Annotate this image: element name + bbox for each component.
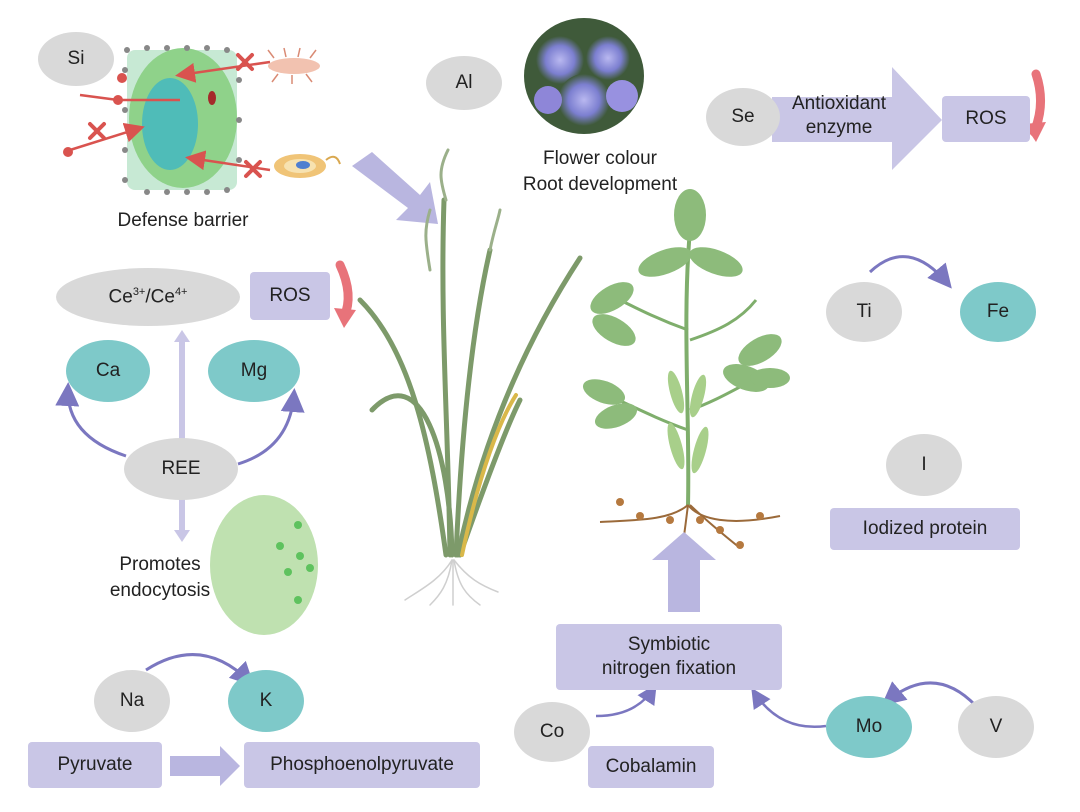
ree-arrows [174,330,190,542]
k-label: K [259,690,273,711]
ce-charge-4: 4+ [174,285,188,298]
nitrogen-fixation-text: nitrogen fixation [601,658,737,679]
ce-charge-3: 3+ [132,285,146,298]
cobalamin-box: Cobalamin [588,746,714,788]
se-label: Se [731,106,755,127]
al-label: Al [455,72,473,93]
flower-colour-label: Flower colour [542,148,658,169]
al-node: Al [426,56,502,110]
antioxidant-text: Antioxidant [791,93,886,114]
antioxidant-arrow [772,67,942,170]
na-to-k-arrow [145,653,255,687]
iodine-node: I [886,434,962,496]
v-label: V [989,716,1003,737]
ree-node: REE [124,438,238,500]
ros-box-top: ROS [942,96,1030,142]
pyruvate-to-pep-arrow [170,746,240,786]
symbiotic-nitrogen-fixation-box: Symbiotic nitrogen fixation [556,624,782,690]
root-development-label: Root development [522,174,678,195]
iodine-label: I [921,454,927,475]
na-label: Na [119,690,145,711]
iodized-protein-box: Iodized protein [830,508,1020,550]
symbiotic-text: Symbiotic [627,634,711,656]
hydrangea-flower-image [524,18,644,134]
v-node: V [958,696,1034,758]
ree-label: REE [161,458,201,479]
ree-to-ca-arrow [55,382,127,458]
cobalamin-label: Cobalamin [605,756,697,778]
ca-label: Ca [95,360,121,381]
endocytosis-text: endocytosis [109,580,211,601]
ce-text: Ce [108,286,133,308]
mo-node: Mo [826,696,912,758]
antioxidant-enzyme-label: Antioxidant enzyme [786,92,892,140]
mo-to-symbiotic-arrow [751,687,827,728]
mg-node: Mg [208,340,300,402]
ros-top-label: ROS [965,108,1007,130]
enzyme-text: enzyme [805,117,873,138]
mg-label: Mg [240,360,268,381]
cerium-label: Ce3+/Ce4+ [109,286,188,308]
al-effects-label: Flower colour Root development [500,146,700,198]
ree-to-mg-arrow [237,388,305,466]
defense-to-plant-arrow [352,152,438,224]
legume-plant-illustration [582,189,790,561]
promotes-text: Promotes [119,554,201,575]
co-node: Co [514,702,590,762]
se-node: Se [706,88,780,146]
phosphoenolpyruvate-label: Phosphoenolpyruvate [270,754,454,776]
fe-node: Fe [960,282,1036,342]
nitrogen-to-plant-arrow [652,532,716,612]
iodized-protein-label: Iodized protein [862,518,988,540]
co-to-symbiotic-arrow [595,683,657,718]
ce-text-2: /Ce [145,286,175,308]
na-node: Na [94,670,170,732]
rice-plant-illustration [357,148,583,606]
si-label: Si [67,48,85,69]
v-to-mo-arrow [881,681,978,708]
ti-node: Ti [826,282,902,342]
ca-node: Ca [66,340,150,402]
pyruvate-label: Pyruvate [57,754,133,776]
si-node: Si [38,32,114,86]
mo-label: Mo [855,716,883,737]
phosphoenolpyruvate-box: Phosphoenolpyruvate [244,742,480,788]
defense-barrier-cell-illustration [63,45,341,195]
promotes-endocytosis-label: Promotes endocytosis [100,552,220,604]
co-label: Co [539,721,565,742]
ti-label: Ti [856,301,872,322]
fe-label: Fe [986,301,1010,322]
ti-to-fe-arrow [868,255,952,289]
k-node: K [228,670,304,732]
ros-left-label: ROS [269,285,311,307]
pyruvate-box: Pyruvate [28,742,162,788]
cerium-node: Ce3+/Ce4+ [56,268,240,326]
endocytosis-vesicle [210,495,318,635]
ros-box-left: ROS [250,272,330,320]
defense-barrier-label: Defense barrier [117,210,249,231]
